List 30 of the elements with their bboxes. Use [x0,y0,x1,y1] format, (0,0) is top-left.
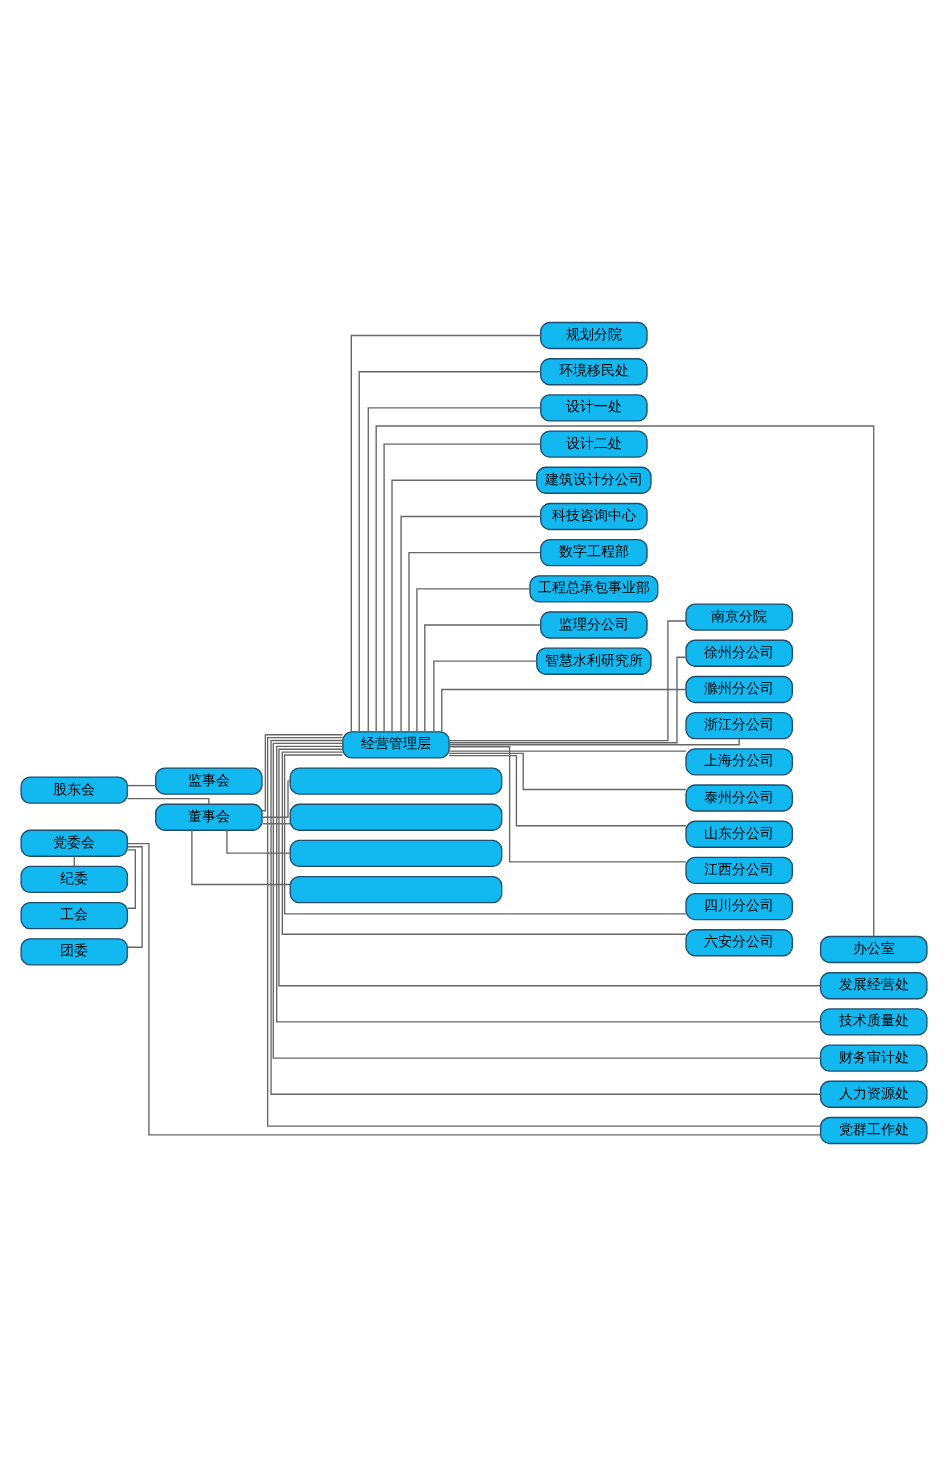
connector [126,784,157,787]
connector [448,620,687,742]
node-box [289,875,503,904]
connector [226,829,291,854]
connector [448,738,740,746]
connector [408,551,542,733]
connector [448,746,687,863]
node-box [289,803,503,831]
connector [127,842,822,1136]
connector [127,849,136,909]
connector [261,734,344,812]
connector [441,688,687,733]
connector [383,443,542,733]
connector [126,797,210,805]
connector [448,754,687,827]
connector [433,660,538,733]
connector [424,624,542,733]
connector [448,750,687,752]
connector [261,780,291,818]
connector [416,588,531,733]
connector [191,829,291,886]
connector [448,656,687,744]
node-box [289,767,503,795]
connector [448,752,687,791]
connector [375,425,875,937]
connector [391,479,538,733]
connector [400,515,542,733]
connector [261,823,291,825]
node-box [289,839,503,868]
connector [127,846,143,948]
